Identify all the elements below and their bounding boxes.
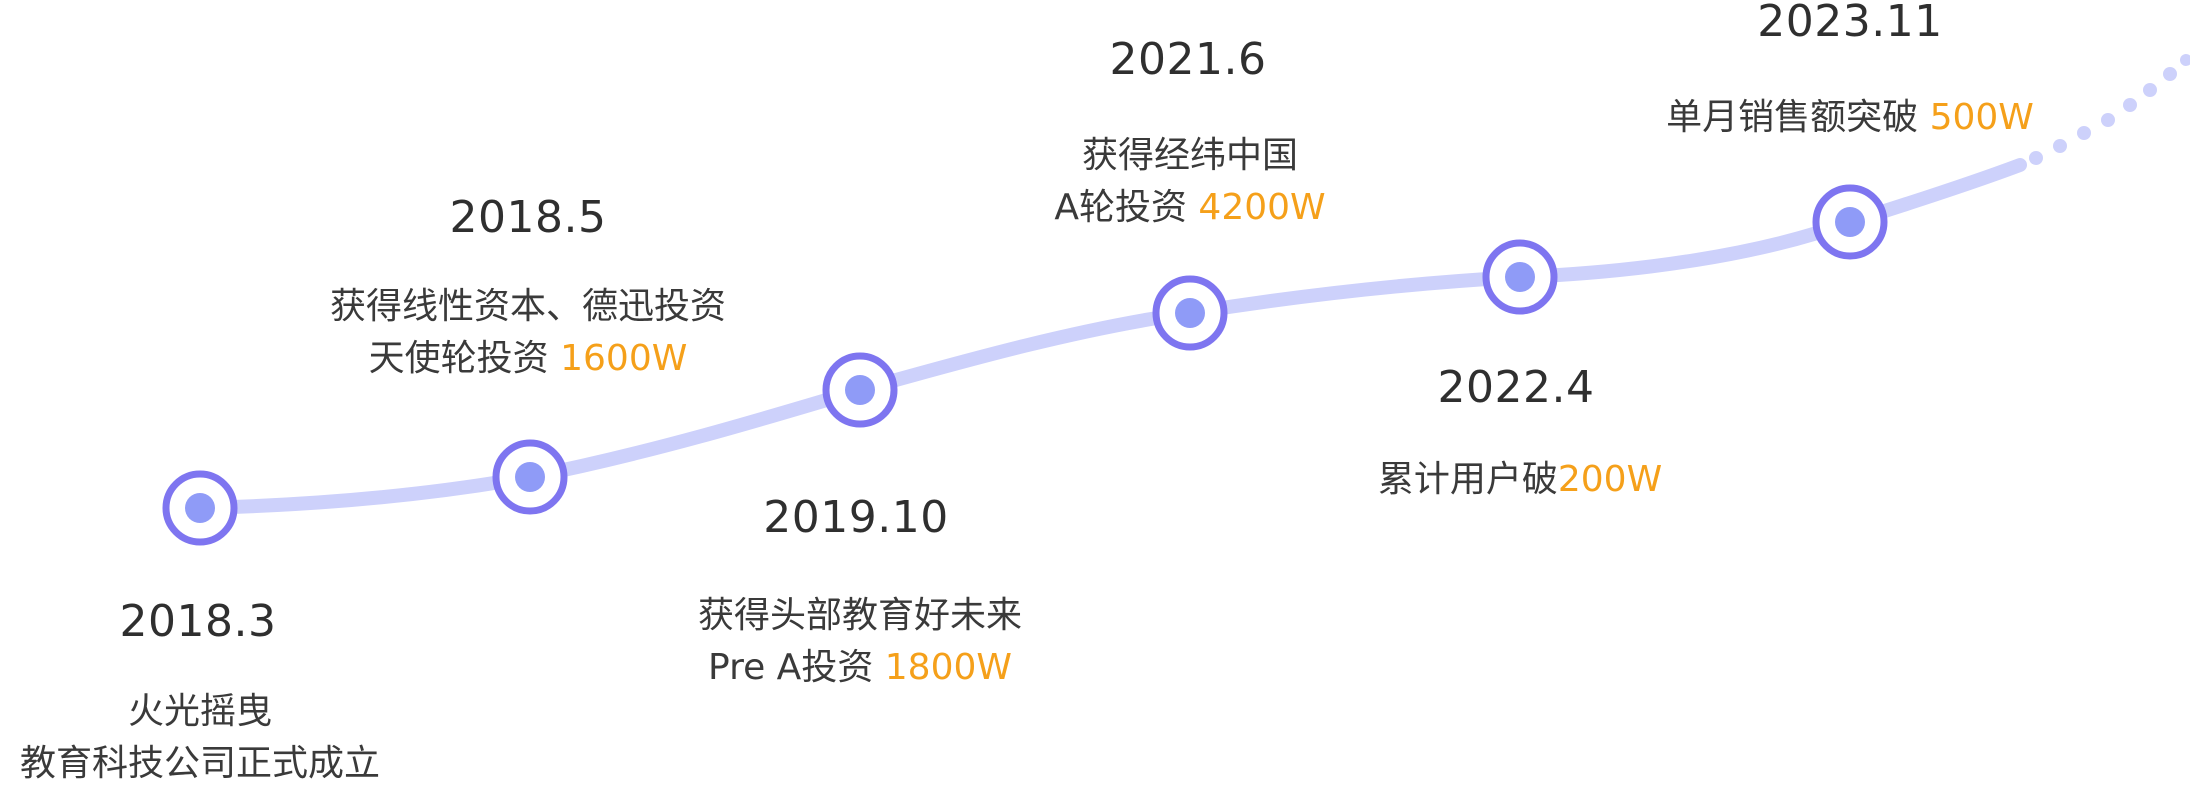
milestone-desc-text: A轮投资 bbox=[1054, 187, 1199, 228]
milestone-node-2023-11 bbox=[1812, 184, 1888, 260]
milestone-desc-line2: Pre A投资 1800W bbox=[698, 642, 1022, 694]
milestone-desc-line1: 单月销售额突破 500W bbox=[1666, 92, 2034, 144]
milestone-desc-line1: 获得经纬中国 bbox=[1081, 135, 1299, 176]
milestone-desc-2022-4: 累计用户破200W bbox=[1378, 454, 1662, 506]
milestone-amount: 500W bbox=[1929, 97, 2034, 138]
milestone-desc-line1: 累计用户破200W bbox=[1378, 454, 1662, 506]
milestone-desc-text: Pre A投资 bbox=[708, 647, 885, 688]
milestone-date-2019-10: 2019.10 bbox=[763, 492, 949, 543]
milestone-date-2021-6: 2021.6 bbox=[1109, 34, 1267, 85]
milestone-node-2019-10 bbox=[822, 352, 898, 428]
milestone-desc-text: 累计用户破 bbox=[1377, 459, 1558, 500]
milestone-desc-2019-10: 获得头部教育好未来 Pre A投资 1800W bbox=[698, 590, 1022, 694]
milestone-desc-line1: 获得线性资本、德迅投资 bbox=[329, 286, 727, 327]
milestone-desc-line2: 教育科技公司正式成立 bbox=[19, 743, 381, 784]
milestone-date-2018-3: 2018.3 bbox=[119, 596, 277, 647]
milestone-desc-text: 天使轮投资 bbox=[368, 338, 561, 379]
milestone-amount: 1600W bbox=[560, 338, 688, 379]
milestone-desc-2018-3: 火光摇曳 教育科技公司正式成立 bbox=[20, 686, 380, 790]
milestone-desc-text: 单月销售额突破 bbox=[1666, 97, 1930, 138]
milestone-desc-line1: 获得头部教育好未来 bbox=[697, 595, 1023, 636]
milestone-node-2022-4 bbox=[1482, 239, 1558, 315]
milestone-date-2018-5: 2018.5 bbox=[449, 192, 607, 243]
milestone-desc-2018-5: 获得线性资本、德迅投资 天使轮投资 1600W bbox=[330, 281, 726, 385]
milestone-amount: 1800W bbox=[884, 647, 1012, 688]
milestone-date-2022-4: 2022.4 bbox=[1437, 362, 1595, 413]
milestone-node-2018-5 bbox=[492, 439, 568, 515]
milestone-desc-line2: 天使轮投资 1600W bbox=[330, 333, 726, 385]
milestone-desc-line2: A轮投资 4200W bbox=[1054, 182, 1325, 234]
milestone-desc-line1: 火光摇曳 bbox=[127, 691, 273, 732]
milestone-desc-2023-11: 单月销售额突破 500W bbox=[1666, 92, 2034, 144]
milestone-amount: 4200W bbox=[1198, 187, 1326, 228]
milestone-date-2023-11: 2023.11 bbox=[1757, 0, 1943, 47]
milestone-node-2018-3 bbox=[162, 470, 238, 546]
milestone-amount: 200W bbox=[1557, 459, 1663, 500]
timeline-trailing-dots bbox=[2029, 54, 2190, 165]
milestone-node-2021-6 bbox=[1152, 275, 1228, 351]
milestone-desc-2021-6: 获得经纬中国 A轮投资 4200W bbox=[1054, 130, 1325, 234]
